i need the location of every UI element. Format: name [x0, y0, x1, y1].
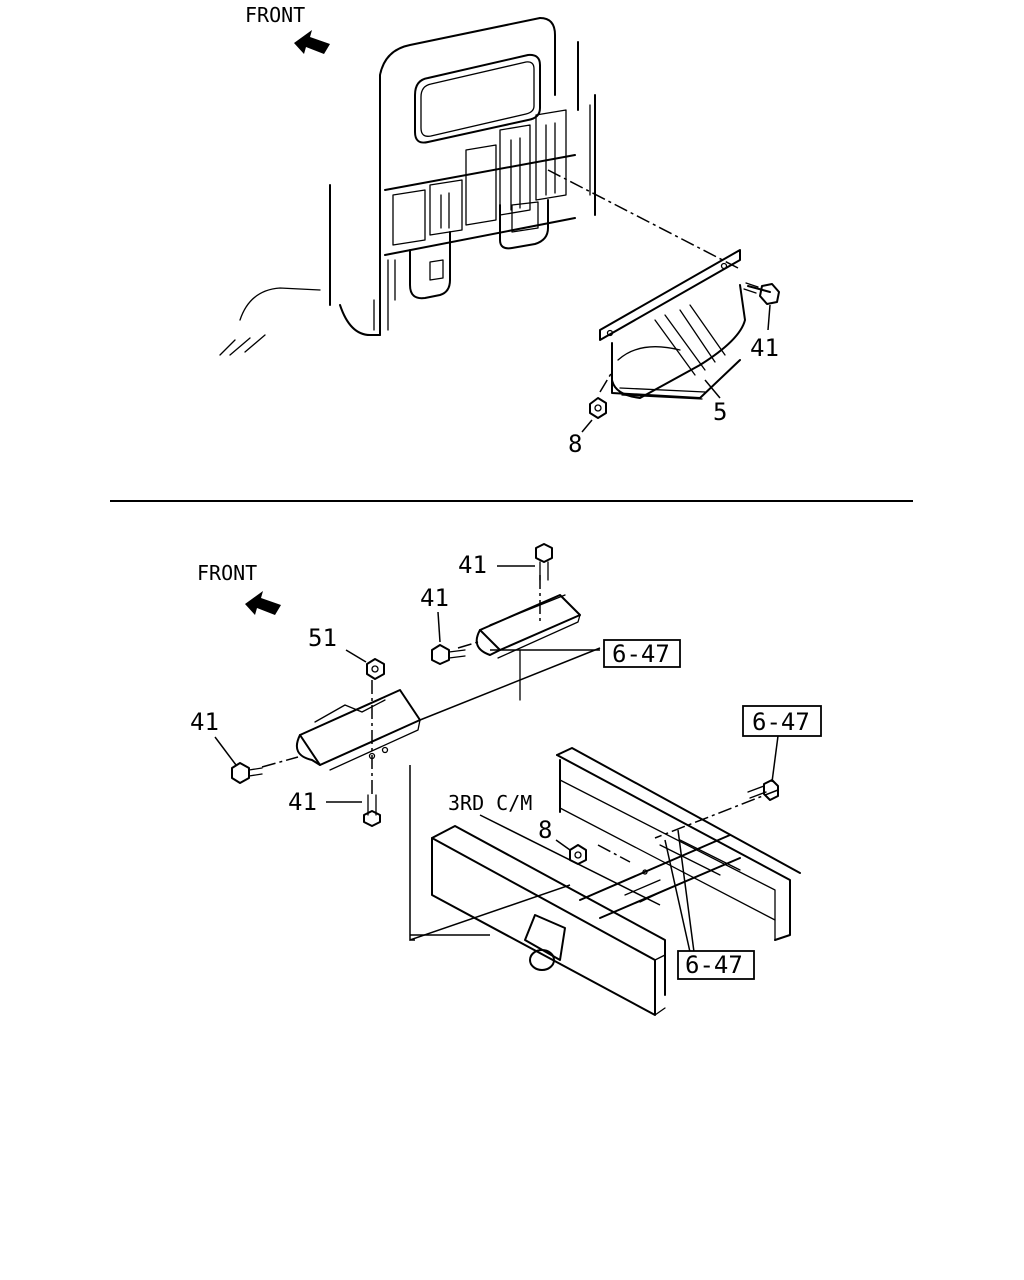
callout-41-top-bottom: 41 — [458, 551, 487, 579]
crossmember-part — [579, 834, 741, 919]
reference-box-2[interactable]: 6-47 — [742, 705, 822, 737]
frame-rail-left — [431, 825, 666, 1016]
reference-box-3[interactable]: 6-47 — [677, 950, 755, 980]
callout-41-lower: 41 — [288, 788, 317, 816]
tire-outline — [219, 287, 321, 356]
callout-41-top: 41 — [750, 334, 779, 362]
reference-label-2: 6-47 — [752, 708, 810, 736]
bolt-top-right — [743, 282, 780, 305]
bolt-lower — [363, 794, 381, 827]
front-arrow-icon — [294, 30, 330, 54]
lower-bracket-part — [296, 689, 421, 771]
upper-bracket-part — [475, 594, 581, 701]
bottom-view: FRONT — [190, 543, 822, 1016]
bolt-right — [747, 779, 779, 801]
reference-label-1: 6-47 — [612, 640, 670, 668]
exhaust-cover-part — [599, 249, 746, 400]
bolt-top — [535, 543, 553, 581]
front-label-bottom: FRONT — [197, 561, 257, 585]
cab-rear-panel — [329, 17, 596, 336]
callout-3rd-cm: 3RD C/M — [448, 791, 532, 815]
front-arrow-icon-bottom — [245, 591, 281, 615]
callout-5-top: 5 — [713, 398, 727, 426]
mounting-bracket — [524, 914, 566, 971]
callout-8-top: 8 — [568, 430, 582, 458]
callout-41-upper-left: 41 — [420, 584, 449, 612]
bolt-left — [231, 762, 263, 784]
callout-51: 51 — [308, 624, 337, 652]
callout-41-left: 41 — [190, 708, 219, 736]
callout-8-lower: 8 — [538, 816, 552, 844]
nut-top — [589, 397, 607, 419]
top-view: FRONT — [219, 3, 780, 458]
front-label-top: FRONT — [245, 3, 305, 27]
nut-51 — [366, 658, 385, 680]
reference-label-3: 6-47 — [685, 951, 743, 979]
frame-rail-right — [556, 747, 801, 941]
reference-box-1[interactable]: 6-47 — [603, 639, 681, 668]
bolt-upper-left — [431, 644, 466, 665]
